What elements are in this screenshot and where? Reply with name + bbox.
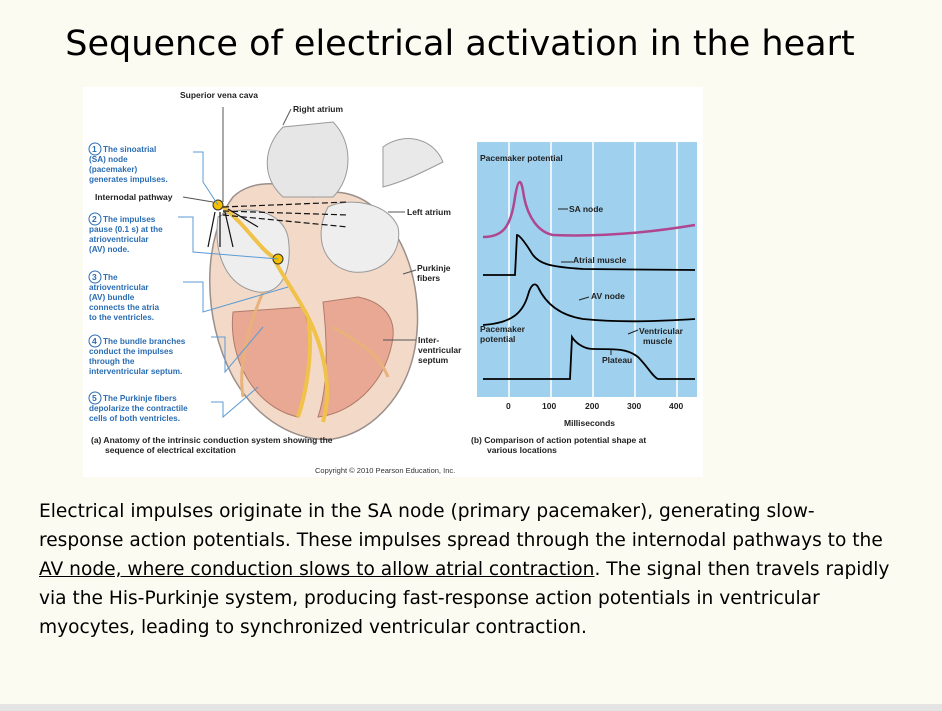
left-atrium-chamber [320,201,400,273]
step1-number: 1 [92,144,97,154]
sa-node-curve [482,180,696,239]
step5-number-circle [88,391,102,405]
label-superior-vena-cava: Superior vena cava [180,90,258,100]
step3-line1: The [103,273,118,282]
step2-line1: The impulses [103,215,156,224]
body-text-part2: . The signal then travels rapidly via th… [39,559,890,638]
graph-tick-300: 300 [627,401,641,411]
step-labels: 1 The sinoatrial (SA) node (pacemaker) g… [88,142,188,423]
step3-line2: atrioventricular [89,283,149,292]
graph-atrial-muscle: Atrial muscle [573,255,627,265]
leader-lines [178,151,289,419]
anatomy-caption-1: (a) Anatomy of the intrinsic conduction … [91,435,333,445]
figure-svg: Superior vena cava Right atrium Left atr… [88,90,697,475]
graph-plateau: Plateau [602,355,632,365]
graph-ventricular-muscle-2: muscle [643,336,673,346]
conduction-figure: Superior vena cava Right atrium Left atr… [83,87,703,477]
heart-illustration [178,107,444,441]
label-purkinje-fibers-2: fibers [417,273,440,283]
graph-pacemaker-potential-top: Pacemaker potential [480,153,563,163]
slide-title: Sequence of electrical activation in the… [65,24,855,64]
graph-sa-node: SA node [569,204,603,214]
step5-line2: depolarize the contractile [89,404,188,413]
label-septum-3: septum [418,355,449,365]
step2-number: 2 [92,214,97,224]
graph-pacemaker-potential-lower-2: potential [480,334,515,344]
anatomy-caption-2: sequence of electrical excitation [105,445,236,455]
step2-line3: atrioventricular [89,235,149,244]
step3-number: 3 [92,272,97,282]
step4-line1: The bundle branches [103,337,186,346]
atrial-muscle-curve [483,234,696,276]
pulmonary-vessel-shape [382,138,444,188]
body-text-underlined: AV node, where conduction slows to allow… [39,559,595,580]
graph-tick-0: 0 [506,401,511,411]
anatomy-labels: Superior vena cava Right atrium Left atr… [95,90,462,365]
slide-body-text: Electrical impulses originate in the SA … [39,497,899,642]
step4-number-circle [88,334,102,348]
step5-line1: The Purkinje fibers [103,394,177,403]
action-potential-graph: Pacemaker potential SA node Atrial muscl… [471,142,697,455]
graph-tick-100: 100 [542,401,556,411]
graph-tick-200: 200 [585,401,599,411]
label-septum-1: Inter- [418,335,439,345]
step4-line3: through the [89,357,135,366]
graph-av-node: AV node [591,291,625,301]
graph-ventricular-muscle-1: Ventricular [639,326,684,336]
step3-number-circle [88,270,102,284]
graph-pacemaker-potential-lower-1: Pacemaker [480,324,526,334]
label-left-atrium: Left atrium [407,207,451,217]
purkinje-path-b [332,325,390,378]
aorta-shape [266,121,349,198]
step1-line2: (SA) node [89,155,128,164]
step3-line5: to the ventricles. [89,313,154,322]
ventricular-muscle-curve [483,333,695,380]
step2-line4: (AV) node. [89,245,129,254]
graph-tick-400: 400 [669,401,683,411]
conduction-pathway-right [221,205,312,418]
label-internodal-pathway: Internodal pathway [95,192,173,202]
graph-xlabel: Milliseconds [564,418,615,428]
copyright-text: Copyright © 2010 Pearson Education, Inc. [315,466,455,475]
step3-line4: connects the atria [89,303,160,312]
step4-number: 4 [92,336,97,346]
step2-number-circle [88,212,102,226]
label-right-atrium: Right atrium [293,104,343,114]
step1-number-circle [88,142,102,156]
graph-caption-2: various locations [487,445,557,455]
step1-line1: The sinoatrial [103,145,156,154]
impulse-arrows [207,201,349,248]
step5-number: 5 [92,393,97,403]
body-text-part1: Electrical impulses originate in the SA … [39,501,883,551]
conduction-pathway-left [306,316,330,423]
step3-line3: (AV) bundle [89,293,135,302]
purkinje-path-a [240,291,265,398]
step4-line4: interventricular septum. [89,367,182,376]
label-purkinje-fibers-1: Purkinje [417,263,451,273]
bottom-scroll-bar [0,704,942,711]
av-node-curve [482,283,696,326]
step2-line2: pause (0.1 s) at the [89,225,163,234]
step1-line4: generates impulses. [89,175,168,184]
step4-line2: conduct the impulses [89,347,174,356]
graph-caption-1: (b) Comparison of action potential shape… [471,435,646,445]
label-septum-2: ventricular [418,345,462,355]
step5-line3: cells of both ventricles. [89,414,180,423]
step1-line3: (pacemaker) [89,165,138,174]
